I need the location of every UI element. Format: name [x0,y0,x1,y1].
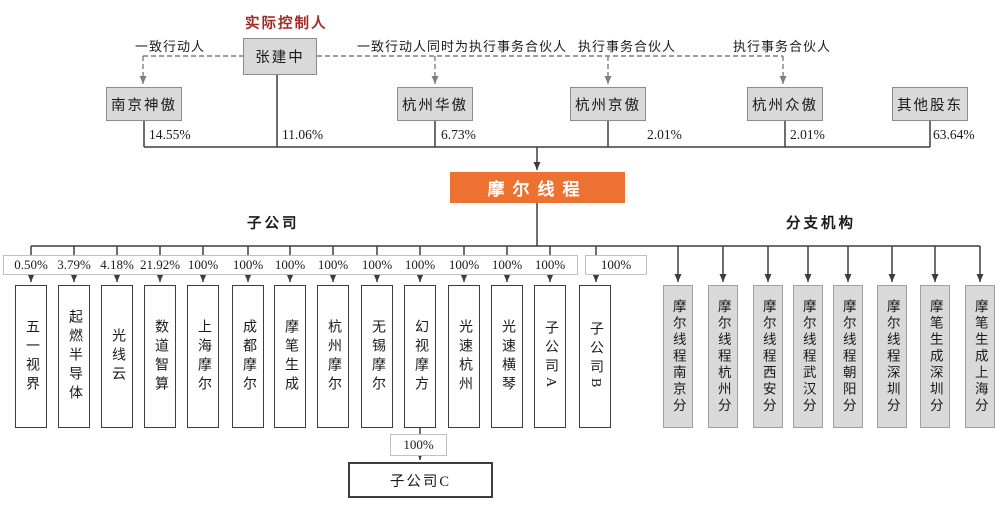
ownership-pct: 2.01% [647,127,682,142]
branch-box: 摩尔线程深圳分 [877,285,907,428]
subsidiary-box: 起燃半导体 [58,285,90,428]
shareholder-box-nanjing-shenao: 南京神傲 [106,87,182,121]
shareholder-box-hangzhou-huaao: 杭州华傲 [397,87,473,121]
subsidiary-box: 光线云 [101,285,133,428]
company-root-box: 摩尔线程 [450,172,625,203]
ownership-pct: 11.06% [282,127,324,142]
controller-box: 张建中 [243,38,317,75]
relation-label-acting-in-concert: 一致行动人 [135,39,206,54]
branch-box: 摩笔生成深圳分 [920,285,950,428]
ownership-pct: 21.92% [139,257,181,272]
ownership-pct: 0.50% [14,257,48,272]
branch-box: 摩尔线程南京分 [663,285,693,428]
relation-label-executive-partner-2: 执行事务合伙人 [733,39,832,54]
branch-box: 摩尔线程武汉分 [793,285,823,428]
ownership-pct: 63.64% [933,127,975,142]
subsidiary-box: 成都摩尔 [232,285,264,428]
ownership-pct: 100% [491,257,523,272]
shareholder-box-hangzhou-jingao: 杭州京傲 [570,87,646,121]
ownership-pct: 100% [187,257,219,272]
shareholder-box-other-shareholders: 其他股东 [892,87,968,121]
subsidiary-box: 光速横琴 [491,285,523,428]
subsidiary-b-pct-box: 100% [585,255,647,275]
ownership-pct: 2.01% [790,127,825,142]
branch-box: 摩尔线程杭州分 [708,285,738,428]
ownership-pct: 100% [361,257,393,272]
relation-label-executive-partner-1: 执行事务合伙人 [578,39,677,54]
ownership-pct: 100% [534,257,566,272]
ownership-pct: 4.18% [100,257,134,272]
branch-box: 摩笔生成上海分 [965,285,995,428]
actual-controller-tag: 实际控制人 [245,16,328,32]
subsidiary-box: 五一视界 [15,285,47,428]
branch-box: 摩尔线程西安分 [753,285,783,428]
ownership-pct: 6.73% [441,127,476,142]
section-label-subsidiaries: 子公司 [247,216,300,232]
ownership-pct: 100% [448,257,480,272]
subsidiary-box: 无锡摩尔 [361,285,393,428]
ownership-pct: 100% [317,257,349,272]
subsidiary-box: 上海摩尔 [187,285,219,428]
ownership-pct: 100% [404,257,436,272]
ownership-pct: 14.55% [149,127,191,142]
ownership-pct: 100% [232,257,264,272]
ownership-pct: 100% [274,257,306,272]
grandchild-box: 子公司C [348,462,493,498]
section-label-branches: 分支机构 [786,216,856,232]
subsidiary-box: 幻视摩方 [404,285,436,428]
shareholder-box-hangzhou-zhongao: 杭州众傲 [747,87,823,121]
subsidiary-box: 子公司B [579,285,611,428]
subsidiary-box: 杭州摩尔 [317,285,349,428]
branch-box: 摩尔线程朝阳分 [833,285,863,428]
ownership-pct: 3.79% [57,257,91,272]
grandchild-pct-box: 100% [390,434,447,456]
subsidiary-box: 摩笔生成 [274,285,306,428]
subsidiary-box: 子公司A [534,285,566,428]
relation-label-concert-and-executive-partner: 一致行动人同时为执行事务合伙人 [357,39,568,54]
subsidiary-box: 数道智算 [144,285,176,428]
subsidiary-box: 光速杭州 [448,285,480,428]
